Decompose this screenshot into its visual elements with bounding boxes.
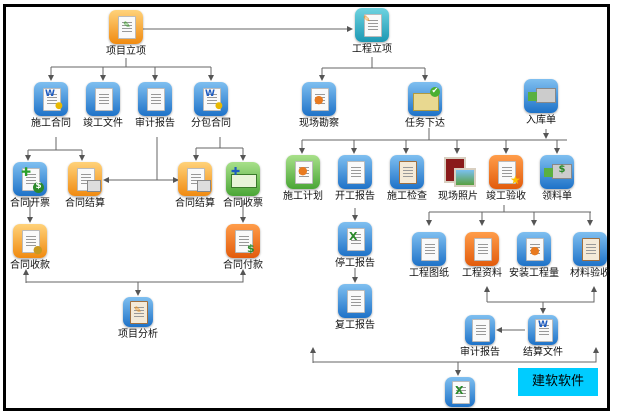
node-label: 任务下达 [405, 118, 445, 129]
node-shigong-hetong[interactable]: W● 施工合同 [16, 82, 86, 130]
node-hetong-jiesuan-left[interactable]: 合同结算 [50, 162, 120, 210]
node-label: 项目分析 [118, 329, 158, 340]
node-label: 现场勘察 [299, 118, 339, 129]
node-hetong-shoukuan[interactable]: ● 合同收款 [0, 224, 65, 272]
node-cailiao-yanshou[interactable]: 材料验收 [555, 232, 618, 280]
node-label: 复工报告 [335, 320, 375, 331]
node-label: 停工报告 [335, 258, 375, 269]
blueprint-icon [412, 232, 446, 266]
node-label: 项目立项 [106, 46, 146, 57]
node-jiesuan-wenjian[interactable]: W 结算文件 [508, 315, 578, 359]
node-label: 合同结算 [175, 198, 215, 209]
node-label: 竣工文件 [83, 118, 123, 129]
coins-icon: ● [13, 224, 47, 258]
presentation-icon: ● [302, 82, 336, 116]
node-label: 合同收票 [223, 198, 263, 209]
node-hetong-jiesuan-right[interactable]: 合同结算 [160, 162, 230, 210]
node-label: 分包合同 [191, 118, 231, 129]
clipboard-pencil-icon: ✎ [123, 297, 153, 327]
node-xiangmu-fenxi[interactable]: ✎ 项目分析 [103, 297, 173, 341]
node-label: 领料单 [542, 191, 572, 202]
word-document-icon: W [528, 315, 558, 345]
truck-dollar-icon: $ [540, 155, 574, 189]
spreadsheet-report-icon [338, 284, 372, 318]
node-label: 结算文件 [523, 347, 563, 358]
brand-label: 建软软件 [518, 368, 598, 396]
node-label: 工程资料 [462, 268, 502, 279]
node-shenji-baogao-right[interactable]: 审计报告 [445, 315, 515, 359]
photos-icon [441, 155, 476, 189]
node-label: 审计报告 [460, 347, 500, 358]
node-label: 竣工验收 [486, 191, 526, 202]
truck-icon [524, 79, 558, 113]
chart-document-icon: ● [286, 155, 320, 189]
node-label: 合同收款 [10, 260, 50, 271]
node-label: 现场照片 [438, 191, 478, 202]
node-renwu-xiada[interactable]: ✔ 任务下达 [390, 82, 460, 130]
node-fenbao-hetong[interactable]: W● 分包合同 [176, 82, 246, 130]
node-label: 审计报告 [135, 118, 175, 129]
spreadsheet-report-icon [465, 315, 495, 345]
presentation-icon: ● [517, 232, 551, 266]
node-label: 施工合同 [31, 118, 71, 129]
node-jungong-wenjian[interactable]: 竣工文件 [68, 82, 138, 130]
excel-icon: X [338, 222, 372, 256]
edge-xiangmu-bus [51, 58, 211, 68]
node-hetong-fukuan[interactable]: $ 合同付款 [208, 224, 278, 272]
node-label: 工程图纸 [409, 268, 449, 279]
notebook-pencil-icon: ✎ [355, 8, 389, 42]
node-jungong-yanshou[interactable]: ★ 竣工验收 [471, 155, 541, 203]
cash-icon: ✚ [226, 162, 260, 196]
calculator-icon [68, 162, 102, 196]
node-label: 合同付款 [223, 260, 263, 271]
node-label: 材料验收 [570, 268, 610, 279]
node-xianchang-zhaopian[interactable]: 现场照片 [423, 155, 493, 203]
folder-check-icon: ✔ [408, 82, 442, 116]
node-label: 工程立项 [352, 44, 392, 55]
node-label: 施工检查 [387, 191, 427, 202]
node-label: 安装工程量 [509, 268, 559, 279]
word-certificate-icon: W● [34, 82, 68, 116]
spreadsheet-report-icon [138, 82, 172, 116]
node-gongcheng-tuzhi[interactable]: 工程图纸 [394, 232, 464, 280]
node-lingliao-dan[interactable]: $ 领料单 [522, 155, 592, 203]
node-xiangmu-lixiang[interactable]: ✎ 项目立项 [91, 10, 161, 58]
excel-icon: X [445, 377, 475, 407]
document-dollar-icon: $ [226, 224, 260, 258]
document-star-icon: ★ [489, 155, 523, 189]
node-hetong-kaipiao[interactable]: ✚$ 合同开票 [0, 162, 65, 210]
node-tinggong-baogao[interactable]: X 停工报告 [320, 222, 390, 270]
word-certificate-icon: W● [194, 82, 228, 116]
node-hetong-shoupiao[interactable]: ✚ 合同收票 [208, 162, 278, 210]
invoice-money-icon: ✚$ [13, 162, 47, 196]
node-shigong-jihua[interactable]: ● 施工计划 [268, 155, 338, 203]
node-gongcheng-lixiang[interactable]: ✎ 工程立项 [337, 8, 407, 56]
node-label: 施工计划 [283, 191, 323, 202]
node-kaigong-baogao[interactable]: 开工报告 [320, 155, 390, 203]
node-label: 合同结算 [65, 198, 105, 209]
node-label: 开工报告 [335, 191, 375, 202]
node-shigong-jiancha[interactable]: 施工检查 [372, 155, 442, 203]
clipboard-check-icon [390, 155, 424, 189]
node-label: 合同开票 [10, 198, 50, 209]
node-label: 入库单 [526, 115, 556, 126]
node-xianchang-kancha[interactable]: ● 现场勘察 [284, 82, 354, 130]
node-ruku-dan[interactable]: 入库单 [506, 79, 576, 127]
spreadsheet-report-icon [338, 155, 372, 189]
diagram-border [3, 4, 610, 411]
node-final-excel[interactable]: X [425, 377, 495, 407]
node-anzhuang-gongchengliang[interactable]: ● 安装工程量 [499, 232, 569, 280]
clipboard-check-icon [573, 232, 607, 266]
node-fugong-baogao[interactable]: 复工报告 [320, 284, 390, 332]
node-shenji-baogao-left[interactable]: 审计报告 [120, 82, 190, 130]
documents-icon [86, 82, 120, 116]
document-icon [465, 232, 499, 266]
node-gongcheng-ziliao[interactable]: 工程资料 [447, 232, 517, 280]
calculator-icon [178, 162, 212, 196]
pencil-document-icon: ✎ [109, 10, 143, 44]
